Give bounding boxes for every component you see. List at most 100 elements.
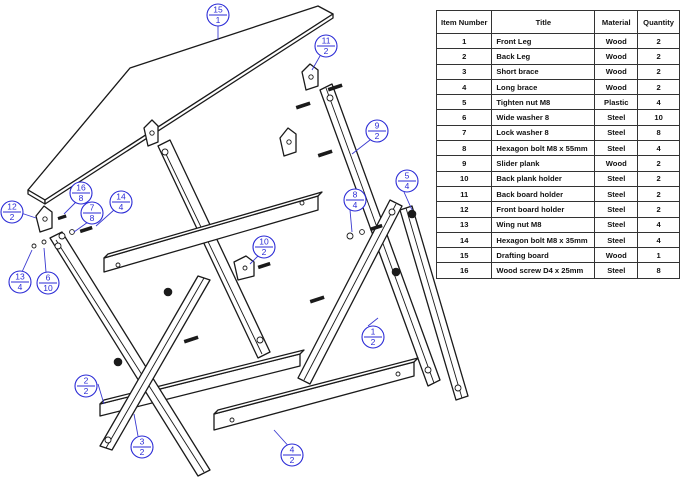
front-leg-right bbox=[297, 199, 403, 385]
bom-item-number: 14 bbox=[435, 231, 493, 249]
bom-quantity: 2 bbox=[637, 48, 680, 65]
balloon-11: 11 2 bbox=[314, 34, 338, 58]
drafting-board bbox=[27, 5, 334, 205]
bom-item-number: 12 bbox=[435, 201, 493, 218]
bom-title: Wide washer 8 bbox=[491, 109, 596, 126]
bom-quantity: 2 bbox=[637, 32, 680, 50]
bom-item-number: 11 bbox=[435, 185, 493, 203]
balloon-4-bottom: 2 bbox=[290, 455, 295, 465]
bom-material: Steel bbox=[594, 262, 639, 279]
balloon-4: 4 2 bbox=[280, 443, 304, 467]
balloon-9: 9 2 bbox=[365, 119, 389, 143]
leader-lines bbox=[17, 26, 413, 451]
balloon-16: 16 8 bbox=[69, 181, 93, 205]
bom-title: Drafting board bbox=[491, 247, 596, 264]
bom-title: Slider plank bbox=[491, 155, 596, 172]
balloon-12-bottom: 2 bbox=[10, 212, 15, 222]
balloon-13-bottom: 4 bbox=[18, 282, 23, 292]
bom-material: Steel bbox=[594, 140, 639, 157]
bom-item-number: 1 bbox=[435, 32, 493, 50]
bom-material: Steel bbox=[594, 185, 639, 203]
bom-material: Steel bbox=[594, 170, 639, 187]
balloon-2-bottom: 2 bbox=[84, 386, 89, 396]
bom-item-number: 15 bbox=[435, 247, 493, 264]
balloon-8-bottom: 4 bbox=[353, 200, 358, 210]
balloon-12-top: 12 bbox=[7, 202, 17, 212]
balloon-8: 8 4 bbox=[343, 188, 367, 212]
balloon-16-top: 16 bbox=[76, 183, 86, 193]
bom-item-number: 2 bbox=[435, 48, 493, 65]
back-board-holder-left bbox=[143, 119, 159, 147]
bom-header-quantity: Quantity bbox=[637, 10, 680, 34]
bom-title: Tighten nut M8 bbox=[491, 94, 596, 111]
bom-material: Wood bbox=[594, 78, 639, 96]
bom-item-number: 13 bbox=[435, 216, 493, 233]
bom-header-title: Title bbox=[491, 10, 596, 34]
bom-title: Wing nut M8 bbox=[491, 216, 596, 233]
bom-title: Short brace bbox=[491, 63, 596, 80]
balloon-7: 7 8 bbox=[80, 201, 104, 225]
bom-title: Hexagon bolt M8 x 55mm bbox=[491, 140, 596, 157]
balloon-14: 14 4 bbox=[109, 190, 133, 214]
balloon-3-top: 3 bbox=[140, 437, 145, 447]
balloon-10-top: 10 bbox=[259, 237, 269, 247]
bom-item-number: 3 bbox=[435, 63, 493, 80]
balloon-3: 3 2 bbox=[130, 435, 154, 459]
balloon-9-top: 9 bbox=[375, 121, 380, 131]
balloon-7-bottom: 8 bbox=[90, 213, 95, 223]
bom-item-number: 16 bbox=[435, 262, 493, 279]
bom-quantity: 2 bbox=[637, 201, 680, 218]
bom-item-number: 10 bbox=[435, 170, 493, 187]
balloon-6-top: 6 bbox=[46, 273, 51, 283]
bom-quantity: 10 bbox=[637, 109, 680, 126]
bom-item-number: 6 bbox=[435, 109, 493, 126]
front-leg-left bbox=[49, 231, 211, 477]
balloon-6-bottom: 10 bbox=[43, 283, 53, 293]
balloon-1: 1 2 bbox=[361, 325, 385, 349]
balloon-8-top: 8 bbox=[353, 190, 358, 200]
bom-title: Lock washer 8 bbox=[491, 124, 596, 142]
balloon-2: 2 2 bbox=[74, 374, 98, 398]
bom-item-number: 7 bbox=[435, 124, 493, 142]
bom-title: Front Leg bbox=[491, 32, 596, 50]
bom-material: Wood bbox=[594, 155, 639, 172]
balloon-15-bottom: 1 bbox=[216, 15, 221, 25]
bom-header-row: Item Number Title Material Quantity bbox=[435, 10, 680, 34]
balloon-5-top: 5 bbox=[405, 171, 410, 181]
bom-quantity: 2 bbox=[637, 185, 680, 203]
bom-item-number: 4 bbox=[435, 78, 493, 96]
bom-material: Steel bbox=[594, 201, 639, 218]
balloon-14-bottom: 4 bbox=[119, 202, 124, 212]
bom-quantity: 2 bbox=[637, 170, 680, 187]
balloon-5: 5 4 bbox=[395, 169, 419, 193]
balloon-11-bottom: 2 bbox=[324, 46, 329, 56]
bom-material: Steel bbox=[594, 124, 639, 142]
balloon-1-top: 1 bbox=[371, 327, 376, 337]
bom-quantity: 4 bbox=[637, 231, 680, 249]
bom-material: Wood bbox=[594, 63, 639, 80]
balloon-9-bottom: 2 bbox=[375, 131, 380, 141]
bom-quantity: 4 bbox=[637, 94, 680, 111]
bom-item-number: 5 bbox=[435, 94, 493, 111]
balloon-6: 6 10 bbox=[36, 271, 60, 295]
bom-quantity: 2 bbox=[637, 155, 680, 172]
bom-quantity: 1 bbox=[637, 247, 680, 264]
bom-material: Steel bbox=[594, 231, 639, 249]
balloon-13: 13 4 bbox=[8, 270, 32, 294]
bom-quantity: 4 bbox=[637, 140, 680, 157]
balloon-10-bottom: 2 bbox=[262, 247, 267, 257]
bom-header-material: Material bbox=[594, 10, 639, 34]
